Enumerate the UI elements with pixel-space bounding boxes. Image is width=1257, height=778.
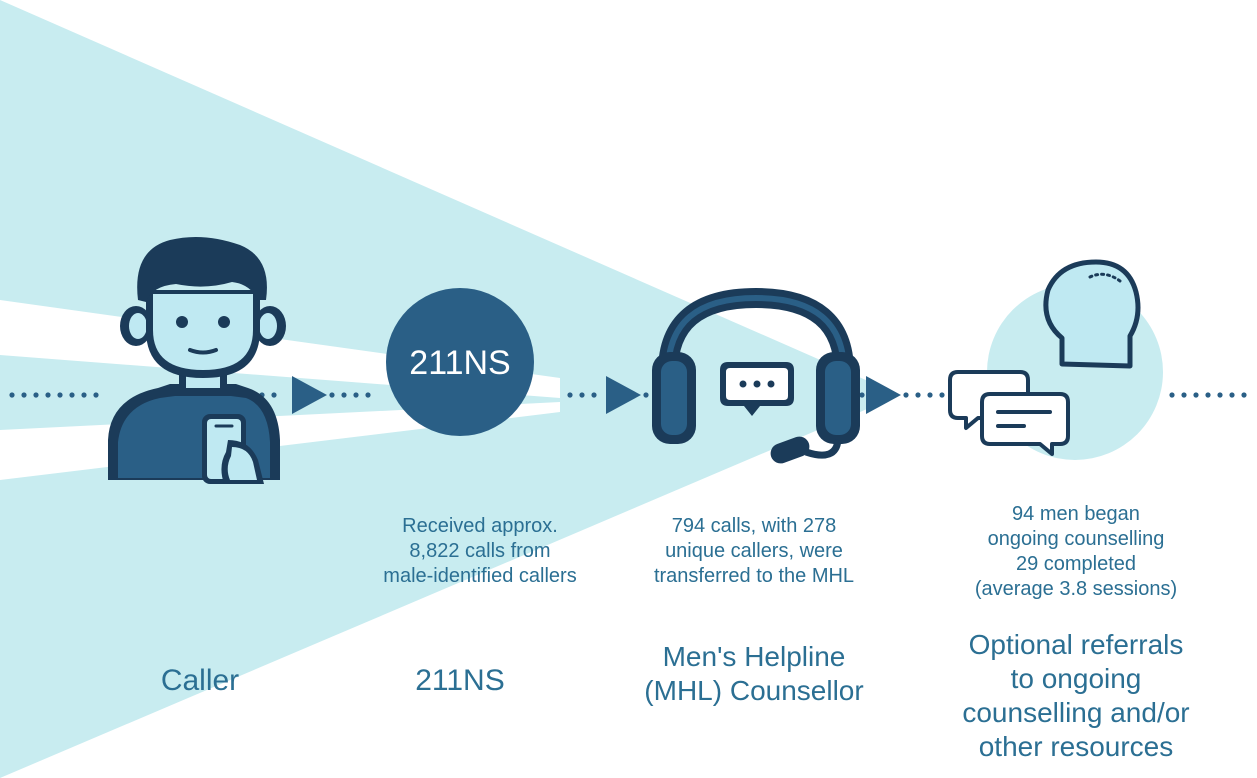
flow-dot (1205, 392, 1211, 398)
circle-badge: 211NS (386, 288, 534, 436)
desc-line: ongoing counselling (987, 528, 1165, 550)
flow-dot (915, 392, 921, 398)
flow-dot (1217, 392, 1223, 398)
label-line: other resources (978, 731, 1174, 762)
label-line: Caller (160, 664, 240, 697)
flow-dot (21, 392, 27, 398)
desc-line: 8,822 calls from (409, 540, 551, 562)
flow-dot (271, 392, 277, 398)
badge-text: 211NS (409, 344, 510, 382)
desc-line: unique callers, were (665, 540, 843, 562)
label-line: Optional referrals (968, 629, 1184, 660)
flow-dot (1193, 392, 1199, 398)
flow-dot (643, 392, 649, 398)
flow-dot (1229, 392, 1235, 398)
step-3-label: Men's Helpline (MHL) Counsellor (622, 640, 886, 708)
flow-arrow-3 (866, 376, 901, 414)
person-with-phone-icon (108, 236, 286, 484)
flow-dot (579, 392, 585, 398)
flow-dot (45, 392, 51, 398)
flow-dot (1241, 392, 1247, 398)
step-4-description: 94 men began ongoing counselling 29 comp… (942, 502, 1210, 602)
desc-line: transferred to the MHL (653, 565, 855, 587)
flow-dot (81, 392, 87, 398)
label-line: 211NS (415, 664, 505, 697)
label-line: to ongoing (1010, 663, 1142, 694)
flow-dot (57, 392, 63, 398)
desc-line: (average 3.8 sessions) (974, 578, 1178, 600)
desc-line: 29 completed (1015, 553, 1137, 575)
headset-icon (652, 287, 860, 464)
counselling-icon (948, 259, 1163, 460)
step-4-label: Optional referrals to ongoing counsellin… (930, 628, 1222, 764)
flow-dot (859, 392, 865, 398)
flow-dot (353, 392, 359, 398)
desc-line: Received approx. (402, 515, 558, 537)
flow-dot (903, 392, 909, 398)
flow-dot (1181, 392, 1187, 398)
flow-dot (939, 392, 945, 398)
desc-line: 94 men began (1012, 503, 1140, 525)
flow-dot (927, 392, 933, 398)
step-2-description: Received approx. 8,822 calls from male-i… (350, 514, 610, 589)
label-line: (MHL) Counsellor (644, 675, 864, 706)
flow-dot (341, 392, 347, 398)
flow-dot (365, 392, 371, 398)
flow-dot (93, 392, 99, 398)
flow-dot (329, 392, 335, 398)
step-1-label: Caller (110, 664, 290, 698)
flow-arrow-2 (606, 376, 641, 414)
flow-arrow-1 (292, 376, 327, 414)
step-2-label: 211NS (380, 664, 540, 698)
label-line: Men's Helpline (662, 641, 846, 672)
flow-dot (33, 392, 39, 398)
flow-dot (69, 392, 75, 398)
label-line: counselling and/or (962, 697, 1190, 728)
flow-dot (567, 392, 573, 398)
desc-line: 794 calls, with 278 (671, 515, 837, 537)
flow-dot (1169, 392, 1175, 398)
step-3-description: 794 calls, with 278 unique callers, were… (622, 514, 886, 589)
desc-line: male-identified callers (383, 565, 577, 587)
flow-dot (9, 392, 15, 398)
flow-dot (591, 392, 597, 398)
